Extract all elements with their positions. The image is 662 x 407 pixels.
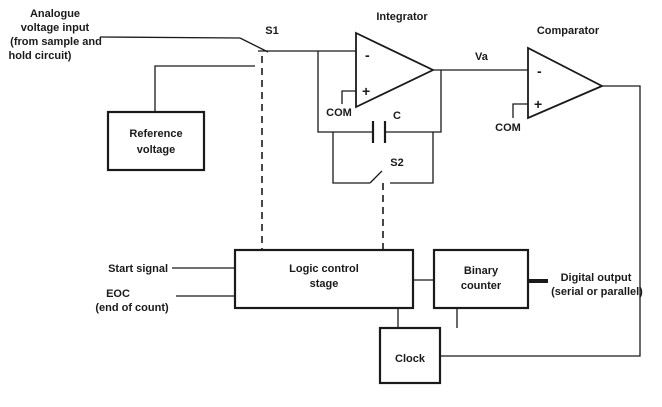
- clock-box: [378, 326, 442, 385]
- comparator-plus-sign: +: [534, 96, 542, 112]
- capacitor-c: C: [371, 110, 401, 143]
- comparator-triangle: [527, 46, 605, 120]
- logic-control-box: [233, 248, 415, 310]
- binary-counter-block: Binary counter: [432, 248, 530, 310]
- va-label: Va: [475, 51, 489, 63]
- switch-s2: S2: [369, 157, 404, 184]
- switch-s1: S1: [239, 25, 279, 53]
- eoc-label-line1: EOC: [106, 288, 130, 300]
- integrator-title: Integrator: [376, 11, 428, 23]
- analogue-input-label: Analogue voltage input (from sample and …: [9, 8, 102, 62]
- integrator-minus-sign: -: [365, 47, 370, 63]
- binary-counter-box: [432, 248, 530, 310]
- reference-label-line2: voltage: [137, 144, 176, 156]
- output-label-line1: Digital output: [561, 272, 632, 284]
- logic-label-line2: stage: [310, 278, 339, 290]
- input-wire: [99, 36, 241, 39]
- comparator-title: Comparator: [537, 25, 600, 37]
- integrator-plus-sign: +: [362, 83, 370, 99]
- input-label-line3: (from sample and: [10, 36, 102, 48]
- s2-right-wire: [390, 132, 434, 184]
- clock-label: Clock: [395, 353, 426, 365]
- feedback-left-wire: [317, 51, 373, 133]
- logic-control-block: Logic control stage: [233, 248, 415, 310]
- capacitor-label: C: [393, 110, 401, 122]
- s1-blade: [239, 37, 269, 53]
- clock-block: Clock: [378, 326, 442, 385]
- input-label-line4: hold circuit): [9, 50, 72, 62]
- input-label-line2: voltage input: [21, 22, 90, 34]
- comparator-com-label: COM: [495, 122, 521, 134]
- s2-label: S2: [390, 157, 403, 169]
- reference-wire: [154, 65, 255, 112]
- reference-voltage-box: [106, 110, 206, 172]
- counter-label-line1: Binary: [464, 265, 499, 277]
- s1-label: S1: [265, 25, 278, 37]
- feedback-right-wire: [385, 70, 442, 133]
- comparator-com-wire: [512, 103, 528, 118]
- comparator-to-clock-wire: [440, 85, 641, 357]
- reference-label-line1: Reference: [129, 128, 182, 140]
- logic-label-line1: Logic control: [289, 263, 359, 275]
- reference-voltage-block: Reference voltage: [106, 110, 206, 172]
- start-signal-label: Start signal: [108, 263, 168, 275]
- s2-left-wire: [332, 132, 370, 184]
- counter-label-line2: counter: [461, 280, 502, 292]
- integrator-opamp: Integrator - + COM: [326, 11, 436, 119]
- output-label-line2: (serial or parallel): [551, 286, 643, 298]
- comparator-minus-sign: -: [537, 63, 542, 79]
- integrator-com-label: COM: [326, 107, 352, 119]
- s2-blade: [369, 170, 383, 184]
- eoc-label-line2: (end of count): [95, 302, 169, 314]
- integrator-triangle: [355, 31, 436, 109]
- input-label-line1: Analogue: [30, 8, 80, 20]
- integrator-com-wire: [341, 90, 356, 104]
- comparator-opamp: Comparator - + COM: [495, 25, 605, 134]
